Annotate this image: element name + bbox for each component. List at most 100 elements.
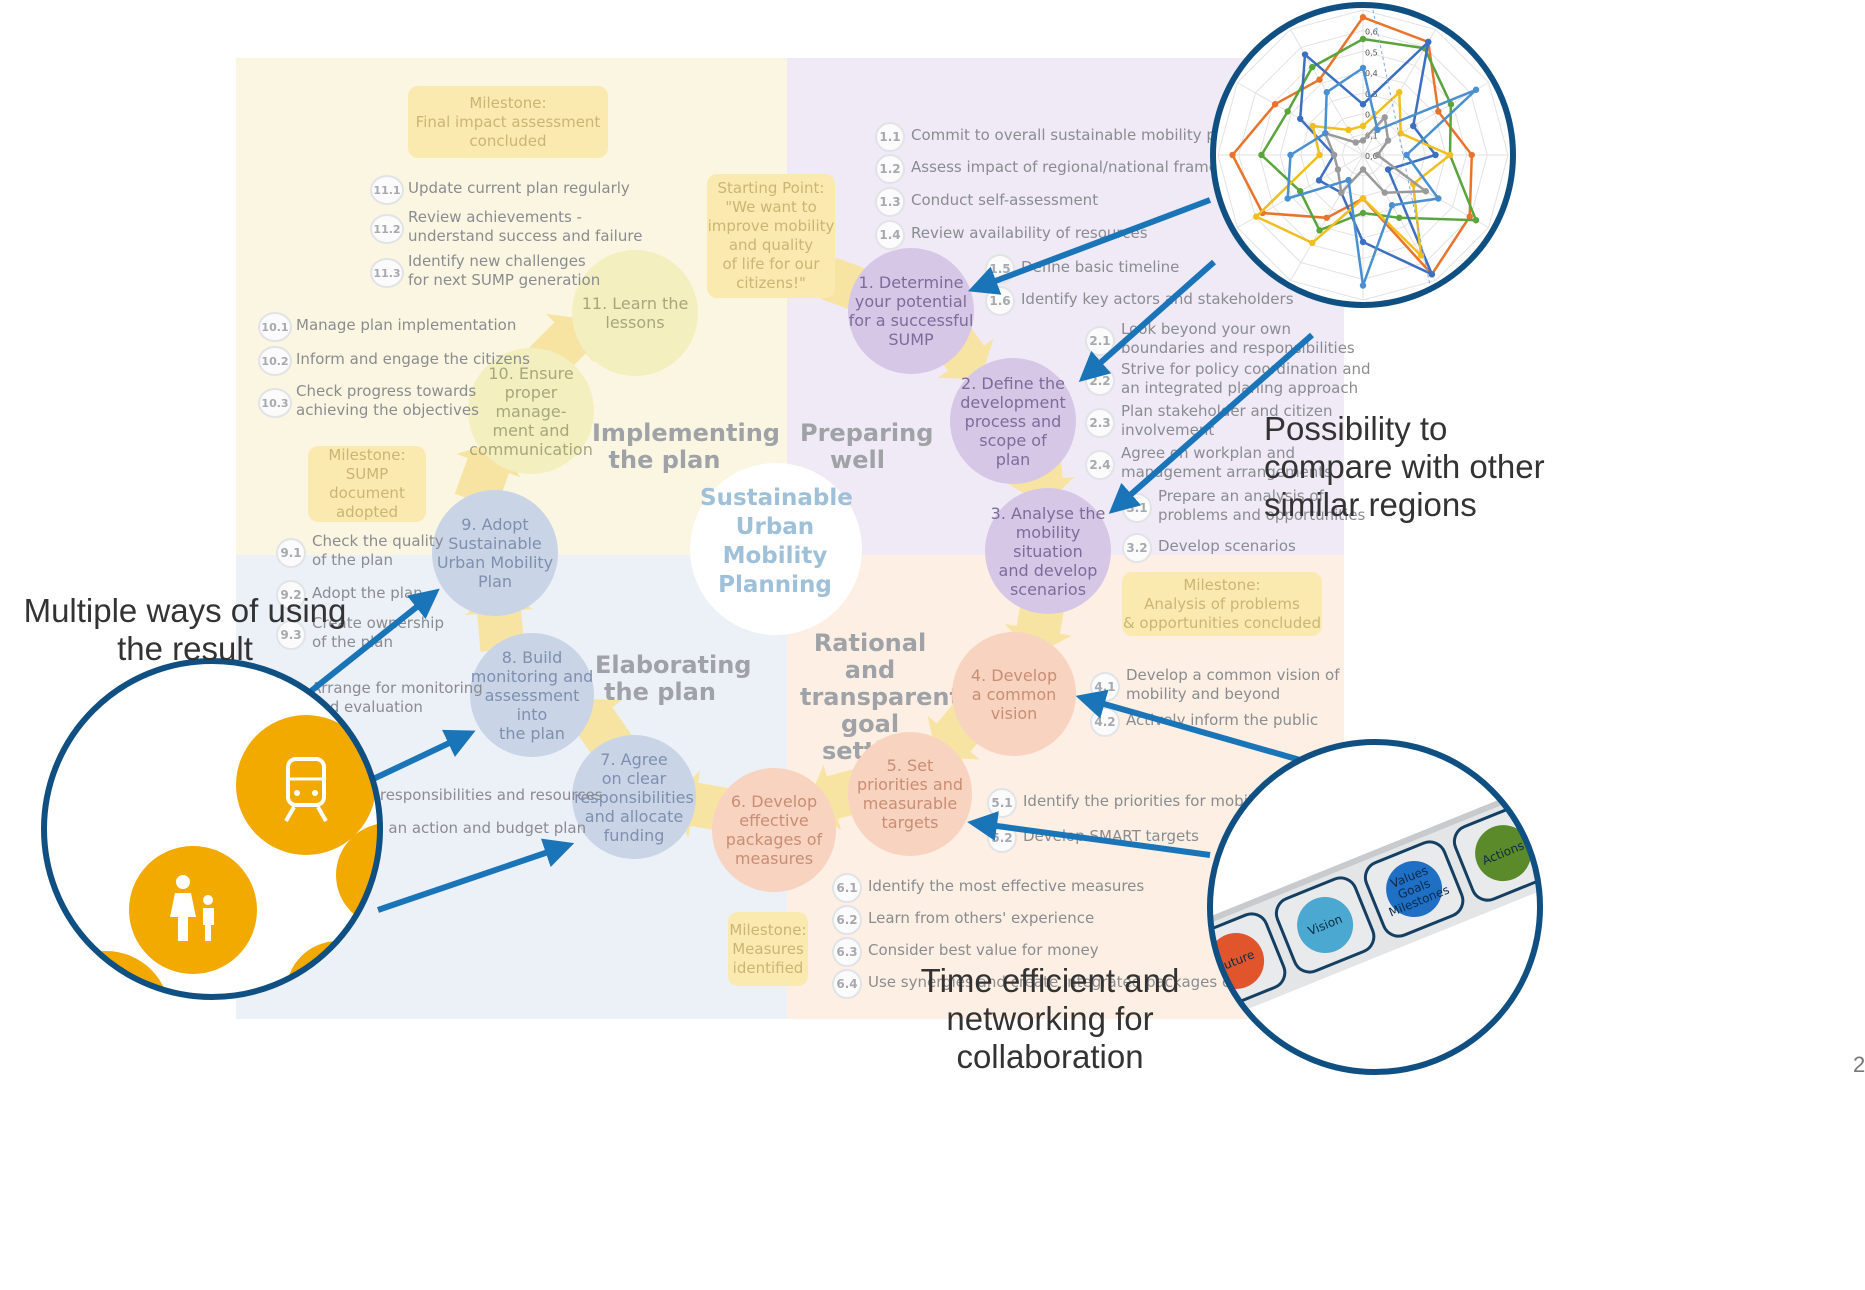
step-number-badge: 2.3 — [1085, 408, 1115, 438]
pointer-arrow — [377, 838, 575, 913]
phase-preparing: Preparing well — [800, 419, 934, 474]
radar-point — [1425, 38, 1432, 46]
page-number: 2 — [1853, 1052, 1865, 1077]
pointer-arrow — [1108, 332, 1314, 514]
radar-point — [1403, 151, 1410, 159]
step-number-badge: 11.3 — [370, 258, 404, 288]
radar-point — [1330, 151, 1338, 159]
pointer-arrow — [1075, 689, 1301, 763]
radar-point — [1472, 86, 1480, 93]
radar-tick-label: 0,1 — [1365, 131, 1378, 140]
step-number-badge: 3.2 — [1122, 533, 1152, 563]
annotation-compare: Possibility to compare with other simila… — [1264, 410, 1545, 523]
radar-point — [1258, 151, 1265, 159]
radar-point — [1472, 217, 1480, 224]
radar-point — [1359, 64, 1367, 72]
radar-point — [1384, 137, 1392, 144]
radar-point — [1338, 189, 1345, 196]
chip-circle — [1386, 861, 1443, 918]
step-text: Develop scenarios — [1158, 537, 1296, 555]
step-number-badge: 10.1 — [258, 312, 292, 342]
step-number-badge: 1.3 — [875, 187, 905, 217]
radar-point — [1309, 122, 1316, 130]
radar-point — [1253, 213, 1260, 220]
radar-point — [1334, 166, 1342, 173]
radar-point — [1345, 126, 1352, 134]
radar-point — [1468, 151, 1475, 159]
radar-point — [1309, 239, 1316, 247]
radar-point — [1359, 282, 1367, 289]
radar-tick-label: 0,6 — [1365, 28, 1378, 37]
radar-point — [1297, 115, 1304, 122]
step-text: Learn from others' experience — [868, 909, 1095, 927]
center-circle — [690, 463, 862, 635]
step-number-badge: 11.2 — [370, 214, 404, 244]
radar-point — [1297, 188, 1304, 195]
pointer-arrow — [967, 197, 1212, 295]
step-text: Develop SMART targets — [1023, 827, 1199, 845]
step-text: Identify key actors and stakeholders — [1021, 290, 1294, 308]
step-number-badge: 6.3 — [832, 937, 862, 967]
step-text: Define basic timeline — [1021, 258, 1180, 276]
radar-point — [1345, 176, 1352, 184]
radar-point — [1388, 202, 1396, 209]
chip-circle — [1475, 825, 1532, 882]
pointer-arrow — [1078, 259, 1216, 382]
radar-svg: 0,60,50,40,30,20,10,0 — [1210, 2, 1516, 308]
radar-point — [1359, 14, 1367, 21]
step-text: Review achievements -understand success … — [408, 208, 643, 245]
step-number-badge: 9.2 — [276, 580, 306, 610]
radar-point — [1359, 122, 1367, 130]
step-number-badge: 1.2 — [875, 154, 905, 184]
radar-point — [1309, 63, 1316, 71]
radar-tick-label: 0,4 — [1365, 69, 1378, 78]
radar-point — [1316, 151, 1323, 159]
radar-point — [1396, 89, 1403, 96]
radar-point — [1284, 195, 1291, 202]
radar-point — [1359, 101, 1367, 108]
radar-point — [1287, 151, 1294, 159]
radar-point — [1374, 151, 1381, 159]
radar-point — [1435, 108, 1442, 115]
radar-tick-label: 0,3 — [1365, 90, 1378, 99]
radar-point — [1359, 137, 1367, 144]
radar-point — [1381, 189, 1388, 196]
radar-point — [1323, 89, 1330, 96]
radar-point — [1381, 114, 1388, 121]
step-text: Assess impact of regional/national frame… — [911, 158, 1255, 176]
pointer-group — [260, 197, 1314, 913]
radar-tick-label: 0,2 — [1365, 111, 1378, 120]
radar-point — [1447, 101, 1455, 108]
radar-point — [1359, 238, 1367, 246]
step-text: Assign responsibilities and resources — [326, 786, 603, 804]
radar-tick-label: 0,5 — [1365, 48, 1378, 57]
radar-guide-line — [1372, 9, 1434, 301]
radar-point — [1417, 252, 1425, 259]
radar-point — [1352, 139, 1359, 146]
